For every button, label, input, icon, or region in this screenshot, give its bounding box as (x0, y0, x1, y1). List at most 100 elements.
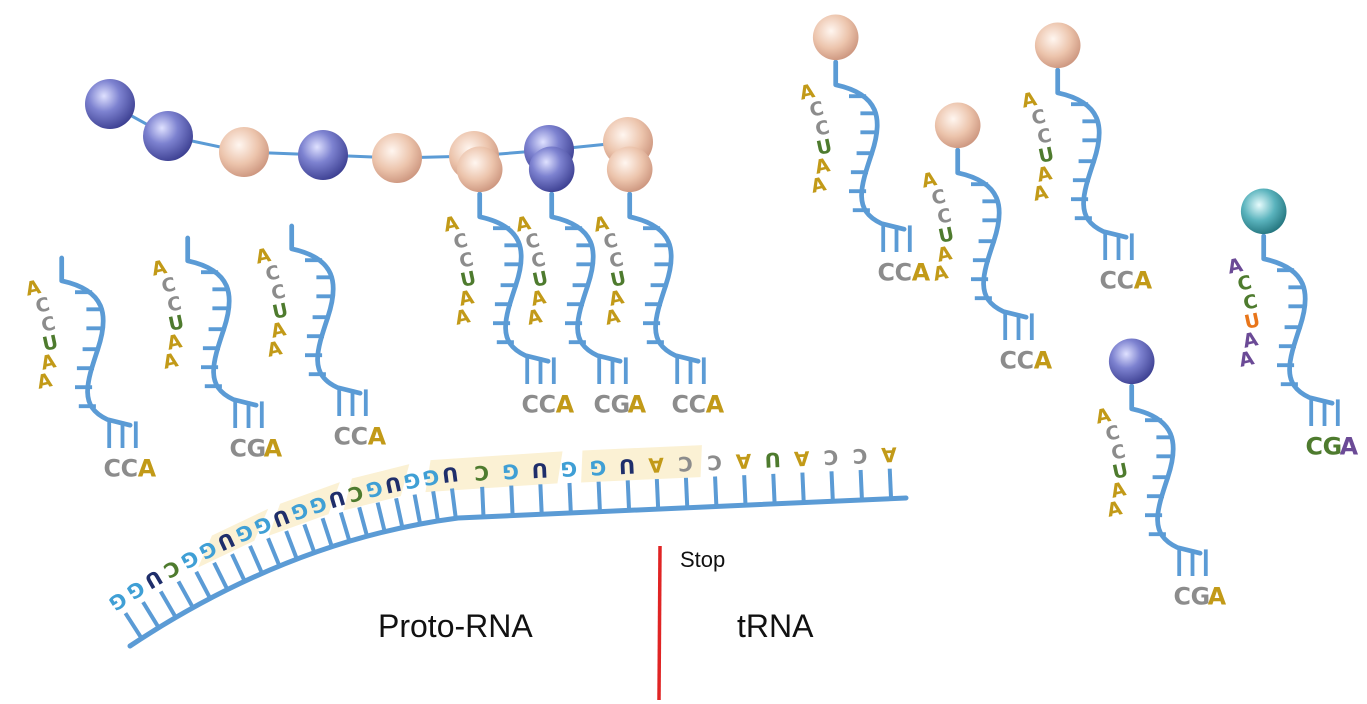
anticodon-base: A (265, 337, 284, 362)
anticodon-base: A (920, 168, 939, 193)
acceptor-base: A (1134, 267, 1153, 295)
trna-backbone (627, 191, 701, 364)
anticodon-base: A (603, 305, 622, 330)
acceptor-base: C (539, 391, 556, 419)
acceptor-base: C (1100, 267, 1117, 295)
acceptor-base: A (912, 259, 931, 287)
anticodon-base: A (165, 330, 184, 355)
mrna-tooth (431, 490, 440, 522)
stop-label: Stop (680, 547, 725, 572)
trna-backbone (1261, 233, 1335, 406)
mrna-tooth (357, 506, 369, 537)
trna-backbone (59, 255, 133, 428)
codon-highlight (268, 482, 340, 536)
anticodon-base: C (524, 229, 542, 253)
trna-backbone (1129, 383, 1203, 556)
amino-acid-bead-peach (1034, 22, 1081, 69)
amino-acid-bead-blue (85, 79, 135, 129)
anticodon-base: C (1236, 271, 1254, 295)
acceptor-base: C (1306, 433, 1323, 461)
mrna-tooth (123, 612, 144, 640)
amino-acid-bead-peach (456, 146, 503, 193)
mrna-tooth (176, 580, 195, 609)
anticodon-base: A (1241, 328, 1260, 353)
anticodon-base: A (453, 305, 472, 330)
mrna-base: U (531, 458, 548, 483)
anticodon-base: U (530, 267, 550, 292)
anticodon-base: A (1226, 254, 1245, 279)
mrna-tooth (742, 475, 748, 506)
mrna-backbone (127, 495, 909, 649)
mrna-tooth (654, 479, 661, 510)
proto-rna-label: Proto-RNA (378, 608, 533, 644)
mrna-base: G (363, 475, 385, 502)
amino-acid-bead-teal (1240, 188, 1287, 235)
anticodon-base: U (936, 223, 956, 248)
acceptor-base: A (1208, 583, 1227, 611)
mrna-base: G (589, 455, 606, 480)
anticodon-base: A (457, 286, 476, 311)
anticodon-base: U (608, 267, 628, 292)
anticodon-base: C (1030, 105, 1048, 129)
anticodon-base: U (1242, 309, 1262, 334)
mrna-tooth (394, 497, 405, 529)
amino-acid-bead-blue (143, 111, 193, 161)
codon-highlights (198, 445, 702, 568)
trna-backbone (1055, 67, 1129, 240)
anticodon-base: C (1109, 440, 1127, 464)
mrna-base: U (269, 504, 293, 532)
mrna-tooth (320, 517, 334, 548)
mrna-tooth (338, 511, 352, 542)
trna-label: tRNA (737, 608, 814, 644)
acceptor-base: C (104, 455, 121, 483)
anticodon-base: C (529, 248, 547, 272)
anticodon-base: A (1020, 88, 1039, 113)
anticodon-base: C (930, 185, 948, 209)
mrna-tooth (449, 488, 458, 519)
anticodon-base: U (814, 135, 834, 160)
anticodon-base: A (39, 350, 58, 375)
anticodon-base: A (809, 173, 828, 198)
anticodon-base: U (1036, 143, 1056, 168)
mrna-base: U (618, 454, 635, 479)
acceptor-base: G (247, 435, 267, 463)
mrna-base: G (560, 457, 577, 482)
anticodon-base: U (1110, 459, 1130, 484)
acceptor-base: C (1017, 347, 1034, 375)
acceptor-base: A (628, 391, 647, 419)
acceptor-base: A (706, 391, 725, 419)
amino-acid-bead-blue (528, 146, 575, 193)
acceptor-base: C (121, 455, 138, 483)
acceptor-base: C (522, 391, 539, 419)
anticodon-base: C (1035, 124, 1053, 148)
amino-acid-bead-blue (1108, 338, 1155, 385)
acceptor-base: C (334, 423, 351, 451)
mrna-base: G (421, 464, 441, 490)
mrna-base: U (383, 471, 404, 498)
anticodon-base: C (935, 204, 953, 228)
anticodon-base: C (34, 293, 52, 317)
mrna-base: G (402, 467, 423, 494)
mrna-tooth (266, 537, 282, 567)
acceptor-base: C (672, 391, 689, 419)
mrna-base: G (288, 497, 311, 525)
mrna-base: A (647, 453, 664, 478)
anticodon-base: A (1031, 181, 1050, 206)
trna-backbone (289, 223, 363, 396)
anticodon-base: C (808, 97, 826, 121)
mrna-base: A (793, 446, 810, 471)
mrna-base: C (852, 444, 868, 469)
anticodon-base: C (452, 229, 470, 253)
anticodon-base: A (935, 242, 954, 267)
anticodon-base: U (270, 299, 290, 324)
anticodon-base: U (40, 331, 60, 356)
mrna-tooth (887, 468, 894, 499)
